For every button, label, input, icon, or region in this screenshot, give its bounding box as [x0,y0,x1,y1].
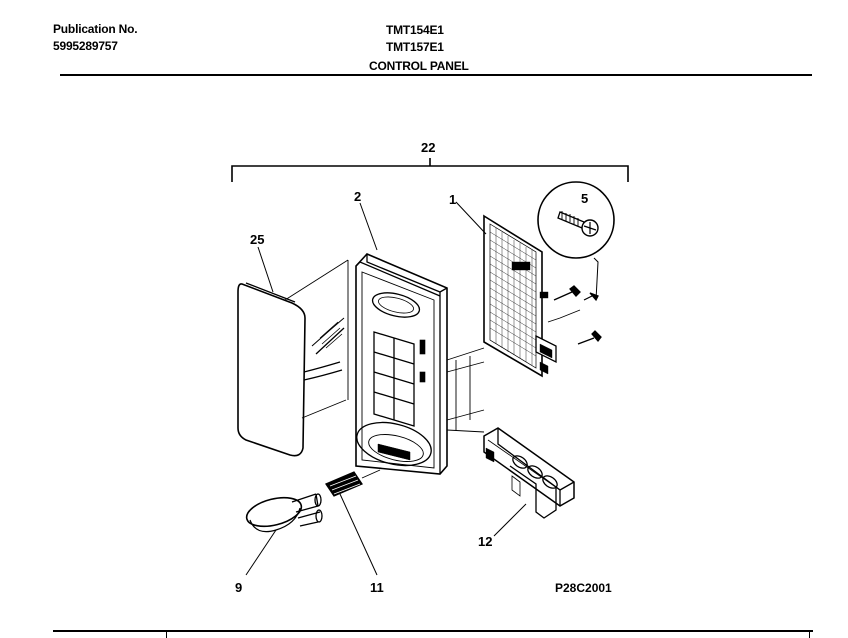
callout-12: 12 [478,534,492,549]
spring-axis [361,469,381,479]
model-number-2: TMT157E1 [386,40,444,54]
callout-2: 2 [354,189,361,204]
publication-label: Publication No. [53,22,138,36]
latch-bracket-part [483,427,575,519]
screw-detail-callout [537,181,615,301]
section-title: CONTROL PANEL [369,59,469,73]
assembly-bracket [231,158,629,182]
screw-parts [547,285,602,345]
callout-1: 1 [449,192,456,207]
footer-box [166,632,810,638]
projection-lines [446,347,485,433]
spring-part [325,471,363,497]
circuit-board-part [483,214,557,378]
publication-number: 5995289757 [53,39,118,53]
leader-9 [245,529,277,576]
control-panel-part [355,253,448,475]
callout-11: 11 [370,580,384,595]
callout-9: 9 [235,580,242,595]
callout-5: 5 [581,191,588,206]
knob-part [245,493,323,533]
leader-1 [455,201,487,235]
callout-22: 22 [421,140,435,155]
leader-2 [359,202,378,251]
header-rule [60,74,812,76]
model-number-1: TMT154E1 [386,23,444,37]
footer-rule [53,630,813,632]
callout-25: 25 [250,232,264,247]
overlay-part [237,259,349,457]
leader-25 [257,246,274,293]
leader-12 [493,503,527,537]
leader-11 [339,493,378,576]
diagram-reference: P28C2001 [555,581,612,595]
